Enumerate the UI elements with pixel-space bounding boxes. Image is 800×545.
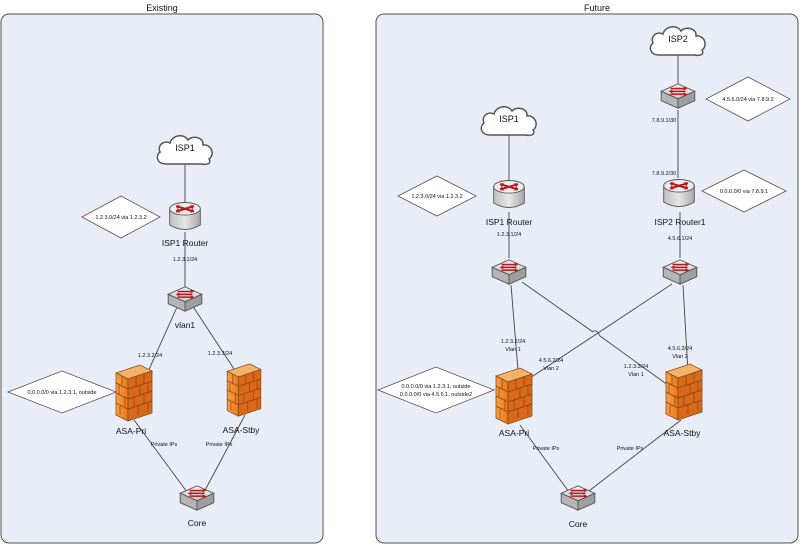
existing-asa-stby-label: ASA-Stby <box>223 425 261 435</box>
future-asa-pri-label: ASA-Pri <box>499 428 529 438</box>
future-title: Future <box>584 3 610 13</box>
existing-pri-ip: 1.2.3.2/24 <box>138 353 162 359</box>
future-pri-vlan2: Vlan 2 <box>543 366 559 372</box>
existing-panel: Existing ISP1 1.2.3.0/24 via 1.2.3.2 ISP… <box>0 3 324 544</box>
future-isp1-route: 1.2.3.0/24 via 1.2.3.2 <box>411 194 462 200</box>
future-pri-vlan1-ip: 1.2.3.2/24 <box>501 339 525 345</box>
future-stby-vlan2-ip: 4.5.6.3/24 <box>668 346 692 352</box>
future-stby-vlan2: Vlan 2 <box>672 354 688 360</box>
firewall-icon <box>115 364 153 422</box>
future-isp2-route-shape <box>705 76 791 122</box>
existing-asa-pri-label: ASA-Pri <box>116 426 146 436</box>
future-private-ips-pri: Private IPs <box>533 446 560 452</box>
future-isp1-route-shape <box>397 175 477 217</box>
future-stby-vlan1-ip: 1.2.3.3/24 <box>624 364 648 370</box>
existing-core-label: Core <box>188 518 207 528</box>
future-isp2-link-top: 7.8.9.1/30 <box>652 118 676 124</box>
firewall-icon <box>226 363 262 417</box>
router-icon <box>168 201 202 231</box>
existing-default-route: 0.0.0.0/0 via 1.2.3.1, outside <box>27 390 96 396</box>
existing-switch-label: vlan1 <box>175 320 196 330</box>
existing-private-ips-stby: Private IPs <box>206 442 233 448</box>
future-pri-vlan2-ip: 4.5.6.2/24 <box>539 358 563 364</box>
future-isp2-default-shape <box>701 169 787 213</box>
future-isp2-label: ISP2 <box>668 34 688 44</box>
future-core-label: Core <box>569 519 588 529</box>
existing-links <box>133 165 246 497</box>
future-isp2-default: 0.0.0.0/0 via 7.8.9.1 <box>720 189 768 195</box>
existing-route-note-shape <box>81 195 161 239</box>
future-stby-vlan1: Vlan 1 <box>628 372 644 378</box>
existing-title: Existing <box>146 3 178 13</box>
future-links <box>508 52 689 495</box>
future-isp2-router-label: ISP2 Router1 <box>654 217 705 227</box>
existing-route-note: 1.2.3.0/24 via 1.2.3.2 <box>95 215 146 221</box>
firewall-icon <box>495 367 533 425</box>
router-icon <box>662 178 696 208</box>
future-asa-stby-label: ASA-Stby <box>664 428 702 438</box>
firewall-icon <box>665 363 703 421</box>
future-isp2-router-ip: 4.5.6.1/24 <box>668 236 692 242</box>
future-isp1-label: ISP1 <box>499 114 519 124</box>
existing-router-ip: 1.2.3.1/24 <box>173 257 197 263</box>
existing-stby-ip: 1.2.3.3/24 <box>208 351 232 357</box>
future-pri-vlan1: Vlan 1 <box>505 347 521 353</box>
future-isp2-link-bottom: 7.8.9.2/30 <box>652 171 676 177</box>
future-isp2-route: 4.5.6.0/24 via 7.8.9.2 <box>722 97 773 103</box>
future-isp1-router-label: ISP1 Router <box>486 217 532 227</box>
router-icon <box>492 179 526 209</box>
existing-isp1-router-label: ISP1 Router <box>162 238 208 248</box>
existing-private-ips-pri: Private IPs <box>151 442 178 448</box>
existing-panel-frame <box>0 13 324 544</box>
future-private-ips-stby: Private IPs <box>617 446 644 452</box>
future-isp1-router-ip: 1.2.3.1/24 <box>497 232 521 238</box>
future-default-routes-shape <box>376 366 496 414</box>
future-default-route-1: 0.0.0.0/0 via 1.2.3.1, outside <box>401 384 470 390</box>
future-panel: Future ISP1 ISP2 <box>375 3 799 544</box>
future-default-route-2: 0.0.0.0/0 via 4.5.6.1, outside2 <box>400 392 472 398</box>
existing-isp1-label: ISP1 <box>175 143 195 153</box>
